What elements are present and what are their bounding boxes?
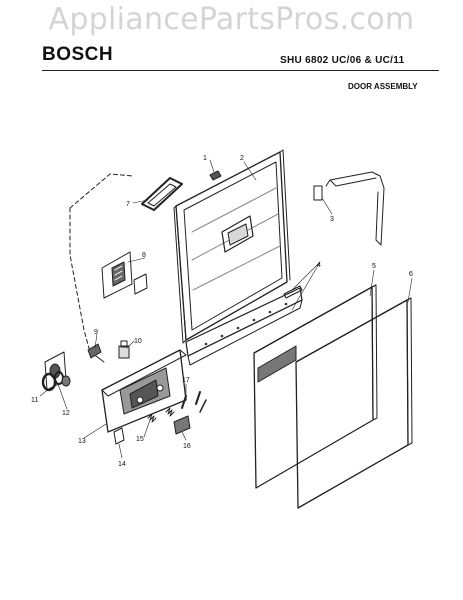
inner-door-panel [173,149,291,344]
callout-labels: 1 2 3 4 5 6 7 8 9 10 11 12 13 14 15 16 1… [31,155,413,468]
bottom-trim-strip [185,285,303,366]
gasket-frame [141,177,183,211]
callout-4: 4 [317,262,321,269]
callout-3: 3 [330,216,334,223]
dispenser-housing [101,349,187,433]
seal-rings [41,371,71,392]
callout-2: 2 [240,155,244,162]
callout-7: 7 [126,201,130,208]
outer-front-panel [257,297,413,509]
callout-1: 1 [203,155,207,162]
callout-8: 8 [142,252,146,259]
hinge-bracket [313,171,385,246]
callout-12: 12 [62,410,70,417]
section-title: DOOR ASSEMBLY [348,82,418,91]
callout-13: 13 [78,438,86,445]
small-cover [113,427,125,445]
model-number: SHU 6802 UC/06 & UC/11 [280,55,405,66]
callout-15: 15 [136,436,144,443]
mounting-bracket [101,251,148,299]
plug-fitting [118,340,130,359]
watermark: AppliancePartsPros.com [48,2,415,37]
callout-9: 9 [94,329,98,336]
dashed-group-outline [69,173,134,209]
callout-10: 10 [134,338,142,345]
brand-logo: BOSCH [42,44,114,65]
callout-5: 5 [372,263,376,270]
callout-16: 16 [183,443,191,450]
header-rule [42,70,439,71]
dashed-group-outline [69,207,91,353]
callout-14: 14 [118,461,126,468]
screw [209,170,222,181]
callout-6: 6 [409,271,413,278]
pins [181,391,207,413]
callout-17: 17 [182,377,190,384]
springs [147,407,175,423]
small-clip [87,343,105,363]
latch-block [173,415,191,435]
leader-lines [39,159,413,459]
callout-11: 11 [31,397,38,404]
middle-door-panel [253,284,378,489]
